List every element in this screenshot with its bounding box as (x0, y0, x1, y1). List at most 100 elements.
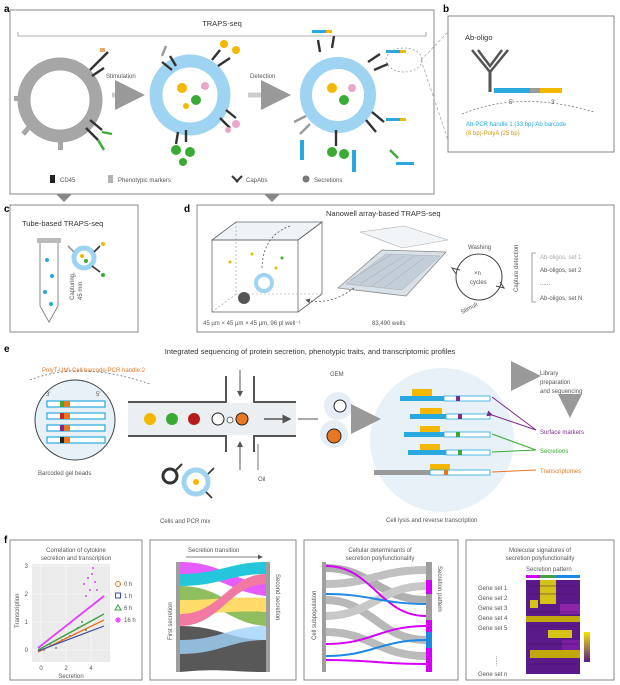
legend-0h-marker (115, 581, 121, 587)
f4-title-2: secretion polyfunctionality (506, 556, 575, 562)
legend-16h-marker (115, 617, 121, 623)
rt-droplet (370, 368, 514, 512)
cd45-icon (50, 175, 55, 183)
heatmap (526, 580, 580, 674)
nanowell-cube (210, 221, 324, 313)
gem-label: GEM (330, 372, 344, 378)
gene-set-1: Gene set 1 (478, 586, 508, 592)
f1-title-1: Correlation of cytokine (46, 548, 106, 554)
five-prime-label: 5' (509, 100, 513, 106)
ab-oligo-set-1: Ab-oligos, set 1 (540, 255, 582, 261)
microfluidic-channel (128, 370, 296, 470)
panel-a-title: TRAPS-seq (202, 19, 242, 28)
well-dimensions: 45 µm × 45 µm × 45 µm, 96 pl well⁻¹ (203, 321, 301, 327)
cycles-label: cycles (470, 280, 487, 286)
polya-segment (540, 88, 562, 93)
bead-three-prime: 3' (46, 392, 50, 398)
ab-oligo-set-2: Ab-oligos, set 2 (540, 268, 582, 274)
legend-phenotypic: Phenotypic markers (118, 178, 171, 184)
gel-bead: 3' 5' (34, 379, 116, 461)
tube-cell-icon (67, 242, 105, 277)
y-tick-3: 3 (25, 564, 29, 570)
alluvial-right-bar (426, 562, 432, 672)
bead-five-prime: 5' (96, 392, 100, 398)
x-tick-0: 0 (39, 666, 43, 672)
f2-top-label: Secretion transition (188, 548, 239, 554)
gene-set-dots: ...... (494, 656, 500, 666)
detected-cell (293, 30, 423, 172)
sankey-right-bar (266, 562, 270, 672)
sets-bracket (531, 252, 536, 303)
naive-cell (14, 48, 113, 151)
f3-left-label: Cell subpopulation (312, 591, 318, 640)
x-tick-2: 2 (64, 666, 68, 672)
stimulated-cell (149, 40, 240, 166)
pattern-bar-2 (540, 575, 556, 578)
legend-cd45: CD45 (60, 178, 76, 184)
barcode-segment (530, 88, 540, 93)
bead-sequence-label: PolyT-UMI-Cell barcode-PCR handle 2 (42, 368, 146, 374)
alluvial-left-bar (322, 562, 326, 672)
pcr-handle-segment (494, 88, 530, 93)
bead-oligos (46, 400, 106, 444)
sequence-arc (461, 101, 595, 115)
gel-beads-label: Barcoded gel beads (38, 471, 91, 477)
gene-set-labels: Gene set 1 Gene set 2 Gene set 3 Gene se… (478, 586, 508, 678)
ab-oligo-set-n: Ab-oligos, set N (540, 296, 582, 302)
panel-f: f Correlation of cytokine secretion and … (4, 535, 615, 681)
panel-c-letter: c (4, 204, 10, 215)
gene-set-n: Gene set n (478, 672, 507, 678)
gene-set-5: Gene set 5 (478, 626, 508, 632)
pattern-bar-1 (526, 575, 540, 578)
ab-oligo-description-1: Ab-PCR handle 1 (33 bp)-Ab barcode (466, 122, 567, 128)
panel-b-letter: b (443, 4, 449, 15)
ab-oligo-title: Ab-oligo (465, 33, 493, 42)
x-tick-4: 4 (89, 666, 93, 672)
panel-a-letter: a (4, 4, 10, 15)
secretions-label: Secretions (540, 449, 568, 455)
nanowell-chip (337, 225, 449, 297)
antibody-icon (471, 49, 509, 92)
f3-right-label: Secretion pattern (436, 566, 442, 612)
detection-label: Detection (250, 74, 275, 80)
panel-a-legend: CD45 Phenotypic markers CapAbs Secretion… (50, 175, 342, 184)
capture-time: 45 min (78, 282, 84, 300)
arrow-to-c (56, 194, 72, 202)
f3-title-2: secretion polyfunctionality (346, 556, 415, 562)
cell-mix (161, 463, 215, 499)
ab-oligo-set-dots: ...... (540, 281, 550, 287)
y-tick-2: 2 (25, 592, 29, 598)
legend-secretions: Secretions (314, 178, 342, 184)
fit-1h (37, 625, 105, 652)
y-tick-1: 1 (25, 620, 29, 626)
capture-detection-label: Capture detection (514, 245, 520, 292)
arrow-to-d (264, 194, 280, 202)
gem-droplets (320, 392, 352, 448)
surface-markers-label: Surface markers (540, 430, 584, 436)
gene-set-2: Gene set 2 (478, 596, 508, 602)
panel-f-letter: f (4, 535, 8, 546)
lysis-label: Cell lysis and reverse transcription (386, 518, 477, 524)
washing-label: Washing (468, 245, 491, 251)
fit-16h (37, 595, 105, 649)
color-scale (584, 632, 590, 662)
cube-zoom-arrow (261, 225, 291, 271)
cycles-multiplier: ×n (474, 271, 481, 277)
secretion-icon (302, 175, 310, 183)
tube-title: Tube-based TRAPS-seq (22, 219, 103, 228)
cells-label: Cells and PCR mix (160, 519, 210, 525)
gene-set-3: Gene set 3 (478, 606, 508, 612)
surface-arrow-1 (491, 396, 537, 431)
f3-title-1: Cellular determinants of (348, 548, 412, 554)
library-label-2: preparation (540, 380, 570, 386)
f1-legend: 0 h 1 h 6 h 16 h (114, 581, 136, 624)
legend-1h-marker (115, 592, 121, 599)
panel-e-title: Integrated sequencing of protein secreti… (165, 347, 456, 356)
oil-label: Oil (258, 477, 265, 483)
transcriptomes-label: Transcriptomes (540, 469, 581, 475)
legend-1h: 1 h (124, 594, 132, 600)
zoom-connector (420, 31, 449, 141)
sankey-flows (180, 562, 266, 672)
library-label-1: Library (540, 371, 558, 377)
library-label-3: and sequencing (540, 389, 582, 395)
